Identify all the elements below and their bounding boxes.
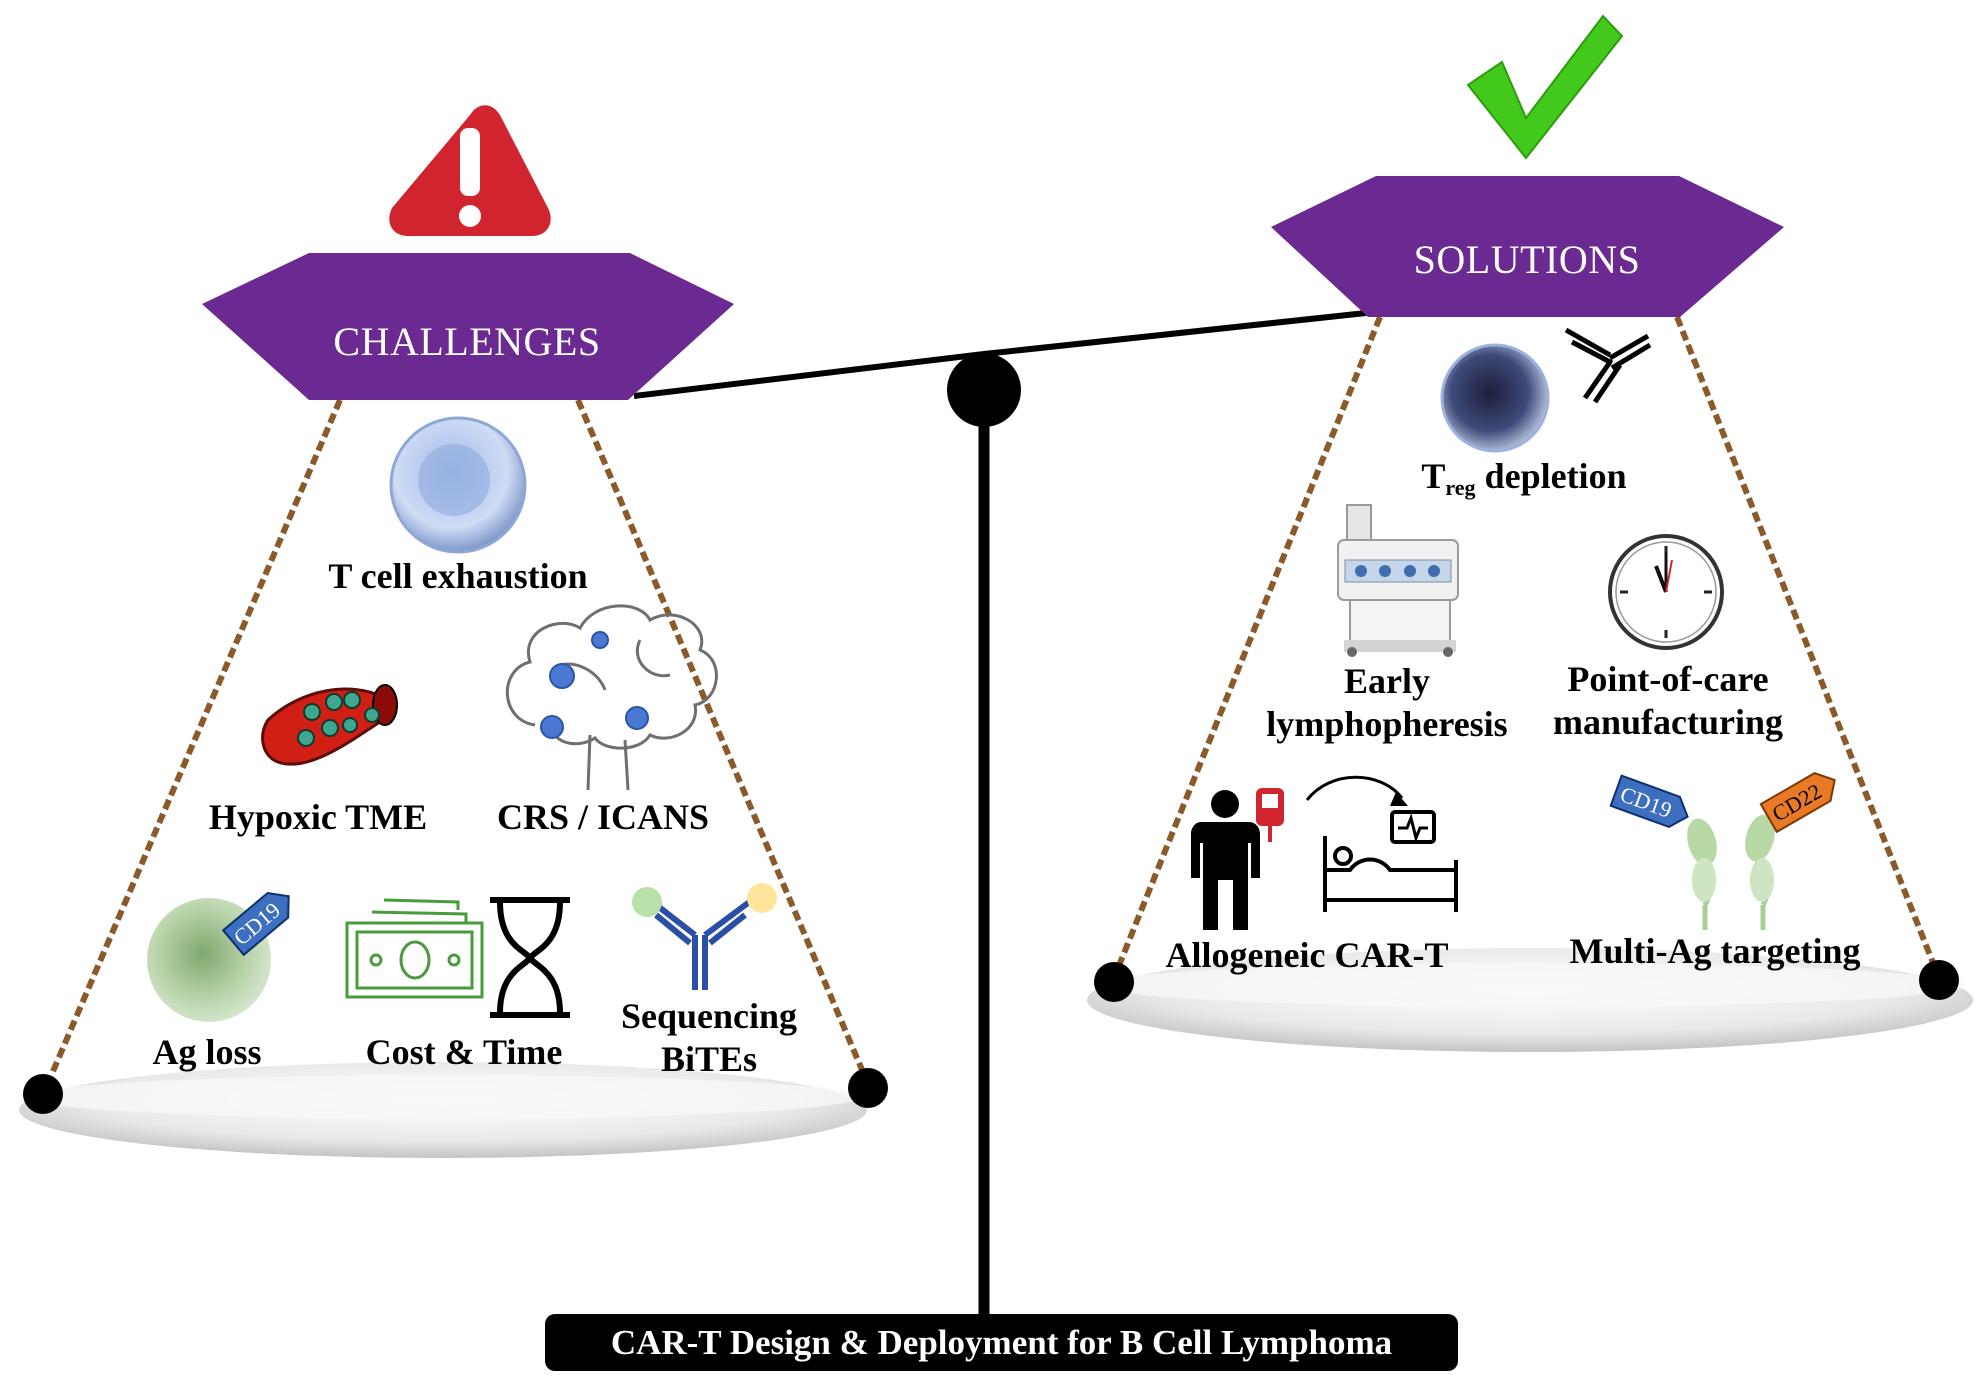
right-chain-right bbox=[1674, 315, 1942, 980]
treg-cell-icon bbox=[1440, 343, 1550, 453]
blood-bag-icon bbox=[1256, 788, 1284, 842]
label-treg-rest: depletion bbox=[1475, 456, 1627, 496]
hourglass-icon bbox=[490, 897, 570, 1018]
label-cost-time: Cost & Time bbox=[365, 1032, 563, 1072]
label-t-cell-exhaustion: T cell exhaustion bbox=[328, 556, 588, 596]
receptor-icon bbox=[1687, 814, 1775, 930]
label-treg-t: T bbox=[1421, 456, 1446, 496]
left-pan-knob-left bbox=[23, 1074, 63, 1114]
label-poc-line1: Point-of-care bbox=[1567, 659, 1769, 699]
label-sequencing-bites: Sequencing BiTEs bbox=[621, 995, 797, 1081]
label-sequencing-line1: Sequencing bbox=[620, 996, 798, 1036]
left-chain-right bbox=[575, 398, 871, 1086]
footer-title: CAR-T Design & Deployment for B Cell Lym… bbox=[610, 1322, 1393, 1362]
fulcrum-pivot bbox=[947, 353, 1021, 427]
solutions-header bbox=[1271, 176, 1784, 317]
label-poc-line2: manufacturing bbox=[1552, 702, 1784, 743]
cd19-tag-right: CD19 bbox=[1609, 774, 1689, 829]
label-early-line2: lymphopheresis bbox=[1266, 704, 1508, 745]
right-pan-knob-left bbox=[1094, 962, 1134, 1002]
left-pan-knob-right bbox=[848, 1068, 888, 1108]
challenges-title: CHALLENGES bbox=[333, 319, 601, 364]
blood-vessel-icon bbox=[261, 684, 398, 766]
label-treg-subscript: reg bbox=[1445, 475, 1476, 500]
warning-icon bbox=[389, 105, 551, 236]
apheresis-machine-icon bbox=[1337, 504, 1459, 657]
cd22-tag: CD22 bbox=[1759, 772, 1836, 834]
solutions-title: SOLUTIONS bbox=[1413, 237, 1641, 282]
label-hypoxic-tme: Hypoxic TME bbox=[208, 797, 428, 837]
label-sequencing-line2: BiTEs bbox=[660, 1039, 758, 1080]
money-icon bbox=[345, 898, 484, 999]
right-pan-knob-right bbox=[1919, 960, 1959, 1000]
right-chain-left bbox=[1111, 315, 1383, 980]
check-icon bbox=[1466, 14, 1624, 160]
person-icon bbox=[1191, 790, 1260, 930]
footer-banner: CAR-T Design & Deployment for B Cell Lym… bbox=[545, 1314, 1458, 1371]
challenges-header bbox=[202, 253, 734, 400]
label-allogeneic-car-t: Allogeneic CAR-T bbox=[1165, 935, 1449, 975]
left-chain-left bbox=[42, 398, 343, 1092]
treg-antibody-icon bbox=[1564, 327, 1652, 404]
cell-icon bbox=[389, 416, 527, 554]
label-ag-loss: Ag loss bbox=[152, 1032, 262, 1072]
label-early-line1: Early bbox=[1343, 661, 1430, 701]
brain-icon bbox=[505, 604, 718, 791]
transfer-arrow-icon bbox=[1305, 775, 1404, 801]
label-crs-icans: CRS / ICANS bbox=[496, 797, 710, 837]
clock-icon bbox=[1608, 534, 1724, 650]
label-treg-depletion: Treg depletion bbox=[1421, 455, 1626, 501]
antibody-icon bbox=[632, 883, 777, 990]
label-point-of-care: Point-of-care manufacturing bbox=[1553, 658, 1783, 744]
label-early-lymphopheresis: Early lymphopheresis bbox=[1266, 660, 1507, 746]
hospital-bed-icon bbox=[1323, 810, 1458, 912]
label-multi-ag-targeting: Multi-Ag targeting bbox=[1569, 931, 1861, 971]
